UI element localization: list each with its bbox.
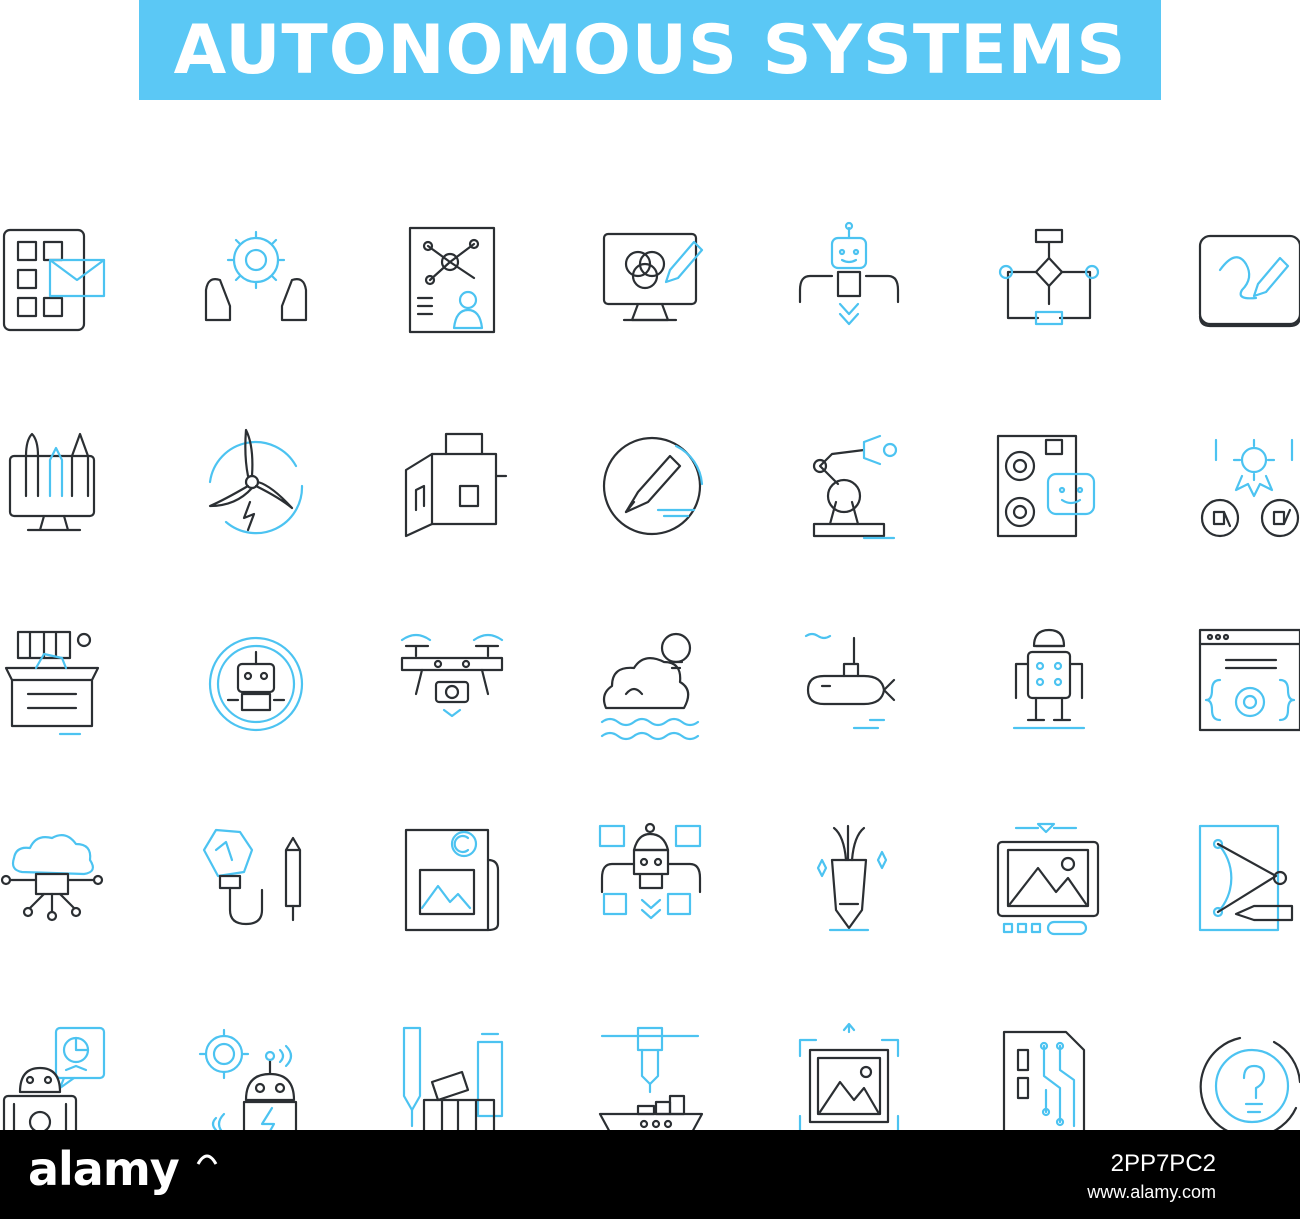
image-editor-icon: [994, 820, 1114, 940]
alamy-logo: alamy: [28, 1142, 180, 1196]
code-window-icon: [1196, 624, 1300, 744]
humanoid-robot-icon: [994, 624, 1114, 744]
cloud-network-icon: [0, 820, 120, 940]
crane-ship-icon: [598, 1026, 718, 1146]
design-monitor-icon: [598, 220, 718, 340]
pen-circle-icon: [598, 426, 718, 546]
tablet-draw-icon: [1196, 220, 1300, 340]
desk-shelf-icon: [0, 624, 120, 744]
pen-nib-icon: [794, 820, 914, 940]
page-title: AUTONOMOUS SYSTEMS: [173, 10, 1127, 90]
alamy-mark-icon: [196, 1154, 218, 1165]
robot-notes-icon: [598, 820, 718, 940]
color-swatch-icon: [398, 1026, 518, 1146]
bulb-circle-icon: [1196, 1026, 1300, 1146]
gear-thumbs-icon: [1196, 426, 1300, 546]
tablet-mail-icon: [0, 220, 120, 340]
icon-grid: [0, 220, 1300, 1150]
flowchart-icon: [994, 220, 1114, 340]
image-document-icon: [398, 820, 518, 940]
site-url-text: www.alamy.com: [1087, 1182, 1216, 1202]
robot-arms-icon: [794, 220, 914, 340]
gear-hands-icon: [196, 220, 316, 340]
robotic-arm-icon: [794, 426, 914, 546]
idea-pencil-icon: [196, 820, 316, 940]
building-icon: [398, 426, 518, 546]
robot-gear-energy-icon: [196, 1026, 316, 1146]
robot-speakers-icon: [994, 426, 1114, 546]
cloud-idea-icon: [598, 624, 718, 744]
circuit-chip-icon: [994, 1026, 1114, 1146]
pens-monitor-icon: [0, 426, 120, 546]
image-id-text: 2PP7PC2: [1110, 1150, 1216, 1177]
image-resize-icon: [794, 1022, 914, 1150]
submarine-icon: [794, 624, 914, 744]
wind-turbine-icon: [196, 426, 316, 546]
robot-gear-icon: [196, 624, 316, 744]
robot-chart-icon: [0, 1026, 120, 1146]
vector-pen-icon: [1196, 820, 1300, 940]
watermark-footer: alamy 2PP7PC2 www.alamy.com: [0, 1130, 1300, 1219]
drone-camera-icon: [398, 624, 518, 744]
title-banner: AUTONOMOUS SYSTEMS: [139, 0, 1161, 100]
network-document-icon: [398, 220, 518, 340]
